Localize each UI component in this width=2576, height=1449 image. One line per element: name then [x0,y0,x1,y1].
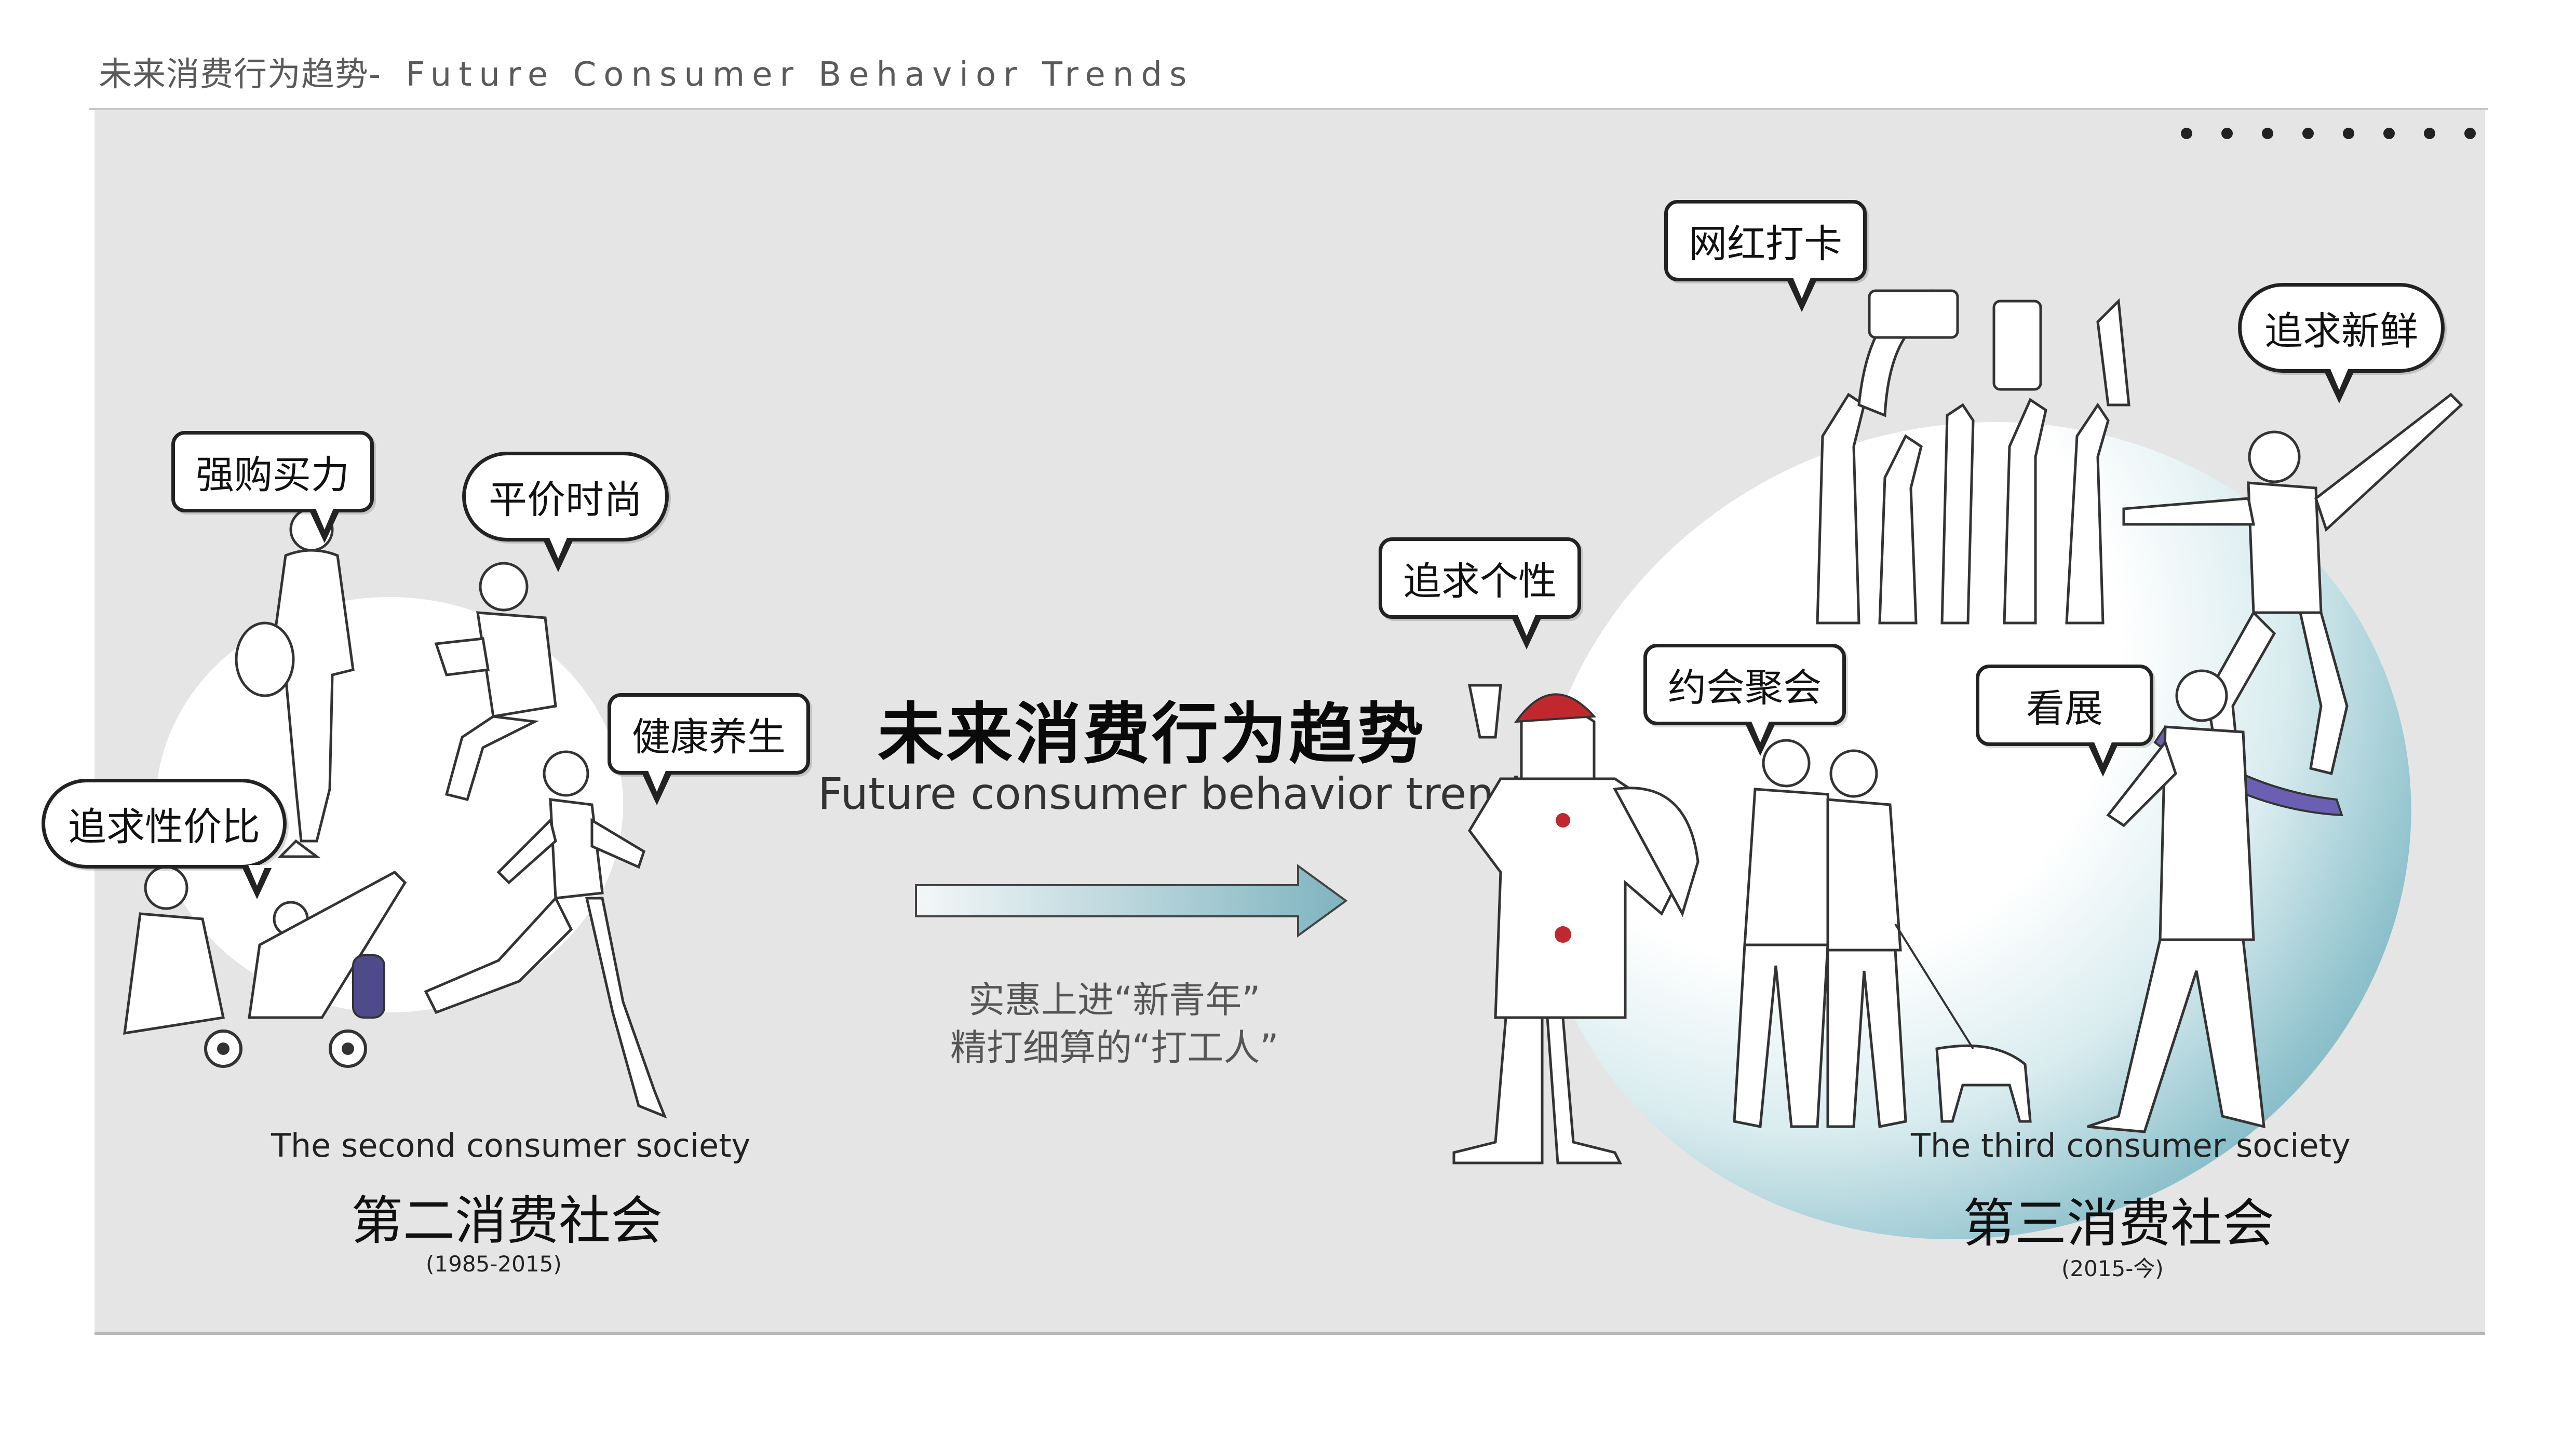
bubble-freshness-label: 追求新鲜 [2264,309,2418,354]
bubble-purchasing-power: 强购买力 [171,431,374,543]
bubble-exhibition: 看展 [1976,665,2153,777]
right-society-years: (2015-今) [2061,1256,2164,1281]
dot-icon [2181,128,2192,139]
dot-icon [2464,128,2476,139]
bubble-dating-label: 约会聚会 [1668,666,1822,710]
dot-icon [2302,128,2314,139]
crowd-hands-phones-svg [1816,289,2130,625]
family-stroller-svg [123,865,407,1068]
bubble-checkin-label: 网红打卡 [1689,222,1842,266]
dot-icon [2383,128,2395,139]
shopper-figure-illustration [228,498,384,862]
header-divider [89,108,2488,110]
dot-icon [2343,128,2354,139]
runner-illustration [395,742,685,1137]
santa-illustration [1438,644,1729,1164]
reading-man-illustration [415,550,582,810]
shopper-figure-svg [235,507,355,858]
bubble-tail [1787,278,1816,312]
page-header: 未来消费行为趋势- Future Consumer Behavior Trend… [99,48,1194,96]
center-subtitle: Future consumer behavior trends [818,768,1545,819]
bubble-affordable-fashion: 平价时尚 [462,452,669,572]
santa-svg [1452,684,1700,1164]
bubble-checkin: 网红打卡 [1664,200,1867,312]
header-title-en: - Future Consumer Behavior Trends [369,56,1194,94]
slogan-line-1: 实惠上进“新青年” [968,979,1261,1021]
bubble-tail [1746,722,1775,756]
decorative-dots [2181,128,2476,139]
bubble-freshness: 追求新鲜 [2238,283,2445,403]
right-society-name-en: The third consumer society [1911,1127,2351,1164]
bubble-tail [642,771,671,805]
bubble-value: 追求性价比 [42,779,287,899]
family-stroller-illustration [104,862,415,1080]
crowd-hands-phones-illustration [1786,280,2160,625]
left-society-name-en: The second consumer society [271,1127,751,1164]
bubble-value-label: 追求性价比 [68,805,260,849]
transition-arrow-svg [915,864,1348,938]
bubble-tail [544,538,573,572]
exhibition-visitor-illustration [2077,659,2295,1137]
bottom-divider [95,1332,2485,1335]
header-title-zh: 未来消费行为趋势 [99,56,369,94]
bubble-individuality: 追求个性 [1379,537,1581,649]
bubble-tail [242,865,272,899]
bubble-health-label: 健康养生 [632,715,786,760]
couple-with-dog-illustration [1714,727,2108,1142]
bubble-tail [310,509,339,543]
left-society-years: (1985-2015) [426,1251,562,1277]
bubble-affordable-fashion-label: 平价时尚 [489,478,642,522]
bubble-tail [2325,369,2354,403]
slogan-line-2: 精打细算的“打工人” [950,1026,1279,1069]
dot-icon [2262,128,2273,139]
right-society-name-zh: 第三消费社会 [1963,1193,2274,1254]
center-slogan: 实惠上进“新青年” 精打细算的“打工人” [950,976,1279,1072]
bubble-individuality-label: 追求个性 [1403,559,1557,604]
bubble-dating: 约会聚会 [1643,644,1846,756]
skateboarder-svg [2122,392,2463,817]
runner-svg [424,750,667,1119]
dot-icon [2424,128,2435,139]
exhibition-visitor-svg [2087,669,2265,1133]
center-title: 未来消费行为趋势 [878,696,1426,773]
skateboarder-illustration [2077,363,2472,831]
bubble-purchasing-power-label: 强购买力 [196,453,349,497]
transition-arrow-icon [914,862,1350,940]
bubble-tail [2088,742,2118,777]
couple-with-dog-svg [1733,739,2032,1128]
left-society-name-zh: 第二消费社会 [351,1190,663,1251]
bubble-tail [1512,615,1541,649]
bubble-health: 健康养生 [608,693,810,805]
dot-icon [2221,128,2233,139]
bubble-exhibition-label: 看展 [2026,686,2103,731]
reading-man-svg [434,562,557,802]
